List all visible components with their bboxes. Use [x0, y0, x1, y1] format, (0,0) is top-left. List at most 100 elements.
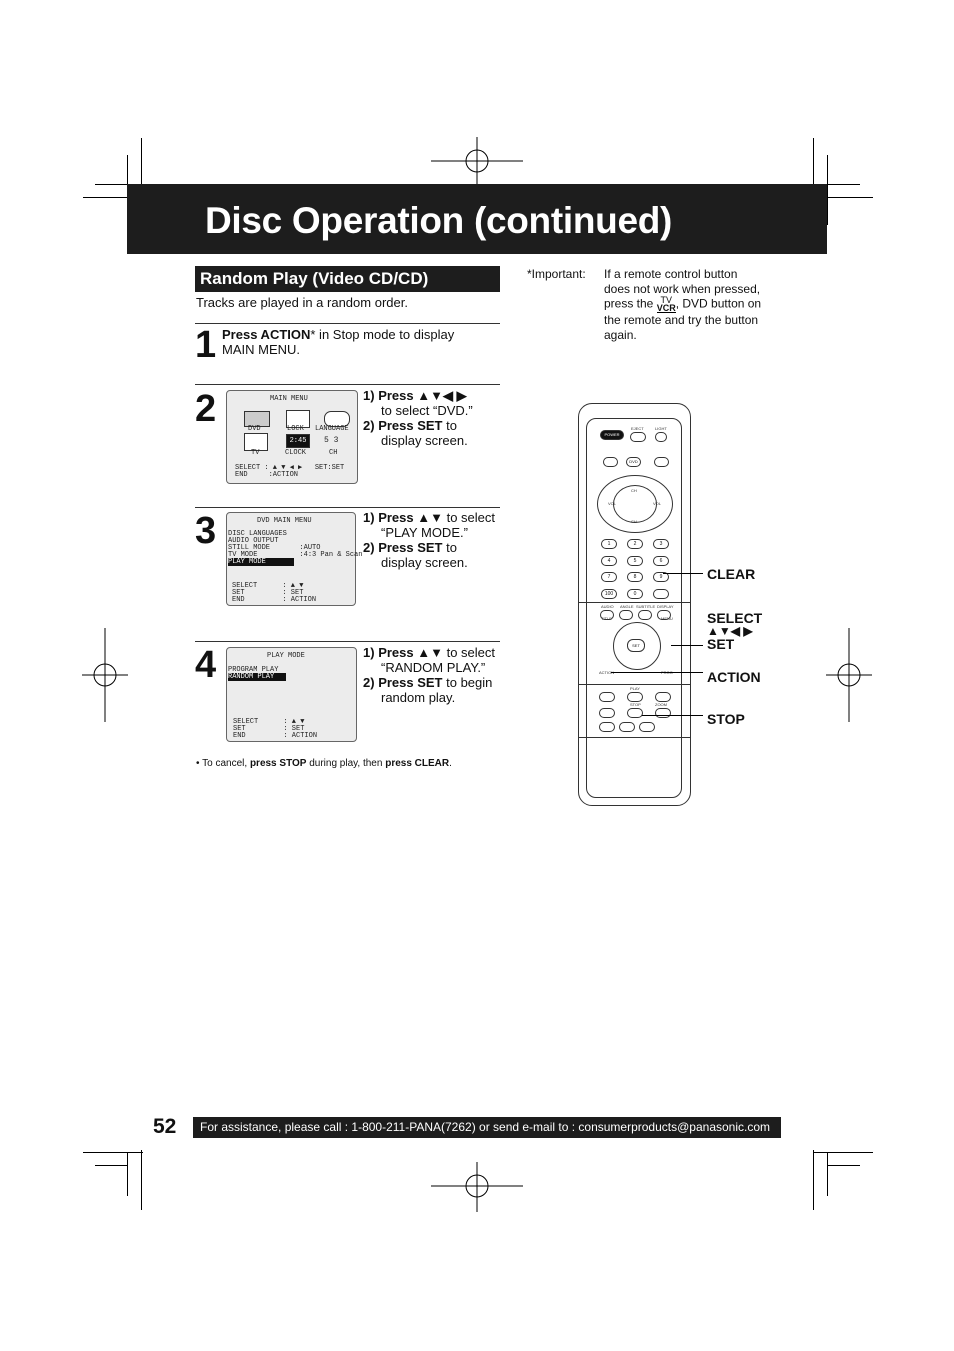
step-4-rest: to select — [442, 645, 495, 660]
panel-divider — [579, 602, 690, 603]
screen-footer: SET : SET — [232, 589, 304, 597]
subtitle-label: SUBTITLE — [636, 604, 656, 609]
crop-mark — [827, 184, 860, 185]
set-text: SET — [707, 636, 735, 652]
search-button[interactable] — [599, 722, 615, 732]
dvd-button[interactable]: DVD — [626, 457, 641, 467]
icon-label: CH — [329, 449, 338, 457]
step-2-text: 1) Press ▲▼◀ ▶ to select “DVD.” 2) Press… — [363, 388, 503, 448]
step-1-line2: MAIN MENU. — [222, 342, 300, 357]
stop-button[interactable] — [627, 708, 643, 718]
play-label: PLAY — [630, 686, 640, 691]
crop-mark — [813, 197, 873, 198]
audio-button[interactable] — [600, 610, 614, 620]
chapter-button[interactable] — [619, 722, 635, 732]
footer-bar — [193, 1117, 781, 1138]
icon-label: DVD — [248, 425, 261, 433]
step-number: 1 — [195, 324, 217, 366]
screen-title: MAIN MENU — [270, 395, 308, 403]
screen-row-selected: RANDOM PLAY — [228, 673, 286, 681]
key-0[interactable]: 0 — [627, 589, 643, 599]
crop-mark — [95, 1165, 128, 1166]
step-3-set-rest: to — [442, 540, 457, 555]
step-3-rest: to select — [442, 510, 495, 525]
step-4-set: Press SET — [378, 675, 443, 690]
step-4-line: “RANDOM PLAY.” — [381, 660, 486, 675]
step-2-set: Press SET — [378, 418, 443, 433]
callout-line — [642, 715, 703, 716]
play-button[interactable] — [627, 692, 643, 702]
crop-mark — [83, 1152, 143, 1153]
light-button[interactable] — [655, 432, 667, 442]
step-number: 2 — [195, 388, 217, 430]
key-2[interactable]: 2 — [627, 539, 643, 549]
clear-label: CLEAR — [707, 566, 756, 582]
angle-button[interactable] — [619, 610, 633, 620]
key-7[interactable]: 7 — [601, 572, 617, 582]
key-100[interactable]: 100 — [601, 589, 617, 599]
note-bold: press STOP — [249, 758, 307, 769]
item-marker: 1) — [363, 388, 375, 403]
power-button[interactable]: POWER — [600, 430, 624, 440]
menu-label: MENU — [661, 616, 673, 621]
tv-icon — [244, 433, 268, 451]
note-text: To cancel, — [202, 758, 250, 769]
cable-button[interactable] — [654, 457, 669, 467]
assistance-text: For assistance, please call : 1-800-211-… — [200, 1120, 771, 1134]
step-1-rest: * in Stop mode to display — [310, 327, 455, 342]
step-divider — [195, 323, 500, 324]
step-1-text: Press ACTION* in Stop mode to display MA… — [222, 327, 502, 357]
key-3[interactable]: 3 — [653, 539, 669, 549]
action-label: ACTION — [599, 670, 615, 675]
dvd-main-menu-screen: DVD MAIN MENU DISC LANGUAGES AUDIO OUTPU… — [226, 512, 362, 606]
key-5[interactable]: 5 — [627, 556, 643, 566]
cursor-pad[interactable] — [613, 622, 661, 670]
step-4-set-rest: to begin — [442, 675, 493, 690]
important-label: *Important: — [527, 267, 586, 281]
channel-icon: 5 3 — [324, 436, 339, 445]
set-button[interactable]: SET — [627, 639, 645, 652]
subtitle-button[interactable] — [638, 610, 652, 620]
speed-button[interactable] — [639, 722, 655, 732]
important-line-part: press the — [604, 296, 654, 311]
key-6[interactable]: 6 — [653, 556, 669, 566]
step-4-text: 1) Press ▲▼ to select “RANDOM PLAY.” 2) … — [363, 645, 503, 705]
note-bold: press CLEAR — [385, 758, 450, 769]
play-mode-screen: PLAY MODE PROGRAM PLAY RANDOM PLAY SELEC… — [226, 647, 357, 742]
key-1[interactable]: 1 — [601, 539, 617, 549]
key-9[interactable]: 9 — [653, 572, 669, 582]
screen-row: TV MODE :4:3 Pan & Scan — [228, 551, 363, 559]
screen-footer: END : ACTION — [233, 732, 318, 740]
still-button[interactable] — [599, 708, 615, 718]
display-button[interactable] — [657, 610, 671, 620]
crop-mark — [813, 138, 814, 198]
ffwd-button[interactable] — [655, 692, 671, 702]
lock-icon — [286, 410, 310, 428]
zoom-label: ZOOM — [655, 702, 667, 707]
step-divider — [195, 641, 500, 642]
action-callout-label: ACTION — [707, 669, 761, 685]
note-text: during play, then — [306, 758, 386, 769]
icon-label: CLOCK — [285, 449, 307, 457]
eject-button[interactable] — [630, 432, 646, 442]
registration-mark — [826, 628, 872, 722]
key-4[interactable]: 4 — [601, 556, 617, 566]
main-menu-screen: MAIN MENU DVD LOCK LANGUAGE 2:45 5 3 TV … — [226, 390, 358, 484]
step-number: 4 — [195, 644, 217, 686]
bullet: • — [196, 758, 200, 769]
tv-vcr-button[interactable] — [603, 457, 618, 467]
step-4-press: Press — [378, 645, 414, 660]
rewind-button[interactable] — [599, 692, 615, 702]
clear-button[interactable] — [653, 589, 669, 599]
tv-vcr-bottom: VCR — [656, 303, 676, 313]
zoom-button[interactable] — [655, 708, 671, 718]
registration-mark — [82, 628, 128, 722]
important-line-part: DVD button on — [682, 296, 762, 311]
panel-divider — [579, 684, 690, 685]
icon-label: LOCK — [287, 425, 304, 433]
section-intro: Tracks are played in a random order. — [196, 295, 408, 310]
key-8[interactable]: 8 — [627, 572, 643, 582]
step-3-line: display screen. — [381, 555, 468, 570]
